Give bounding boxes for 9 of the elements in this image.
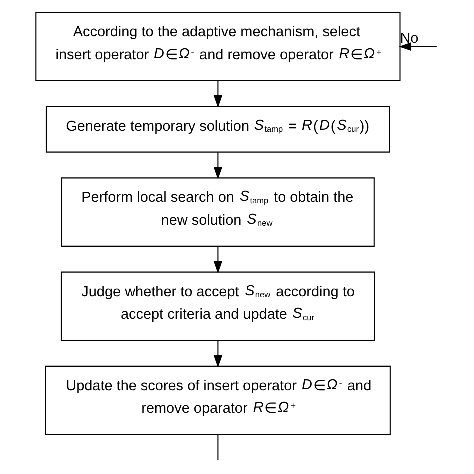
arrow [214, 152, 223, 180]
edge-label: No [400, 30, 419, 47]
connector [218, 434, 219, 460]
arrow [399, 42, 437, 52]
arrow [214, 340, 223, 368]
arrow [214, 81, 223, 108]
node-box: Update the scores of insert operator D∈Ω- and remove oparator R∈Ω+ [45, 366, 391, 436]
node-box: According to the adaptive mechanism, select insert operator D∈Ω- and remove operator R∈Ω+ [36, 12, 401, 82]
arrow [214, 246, 223, 274]
